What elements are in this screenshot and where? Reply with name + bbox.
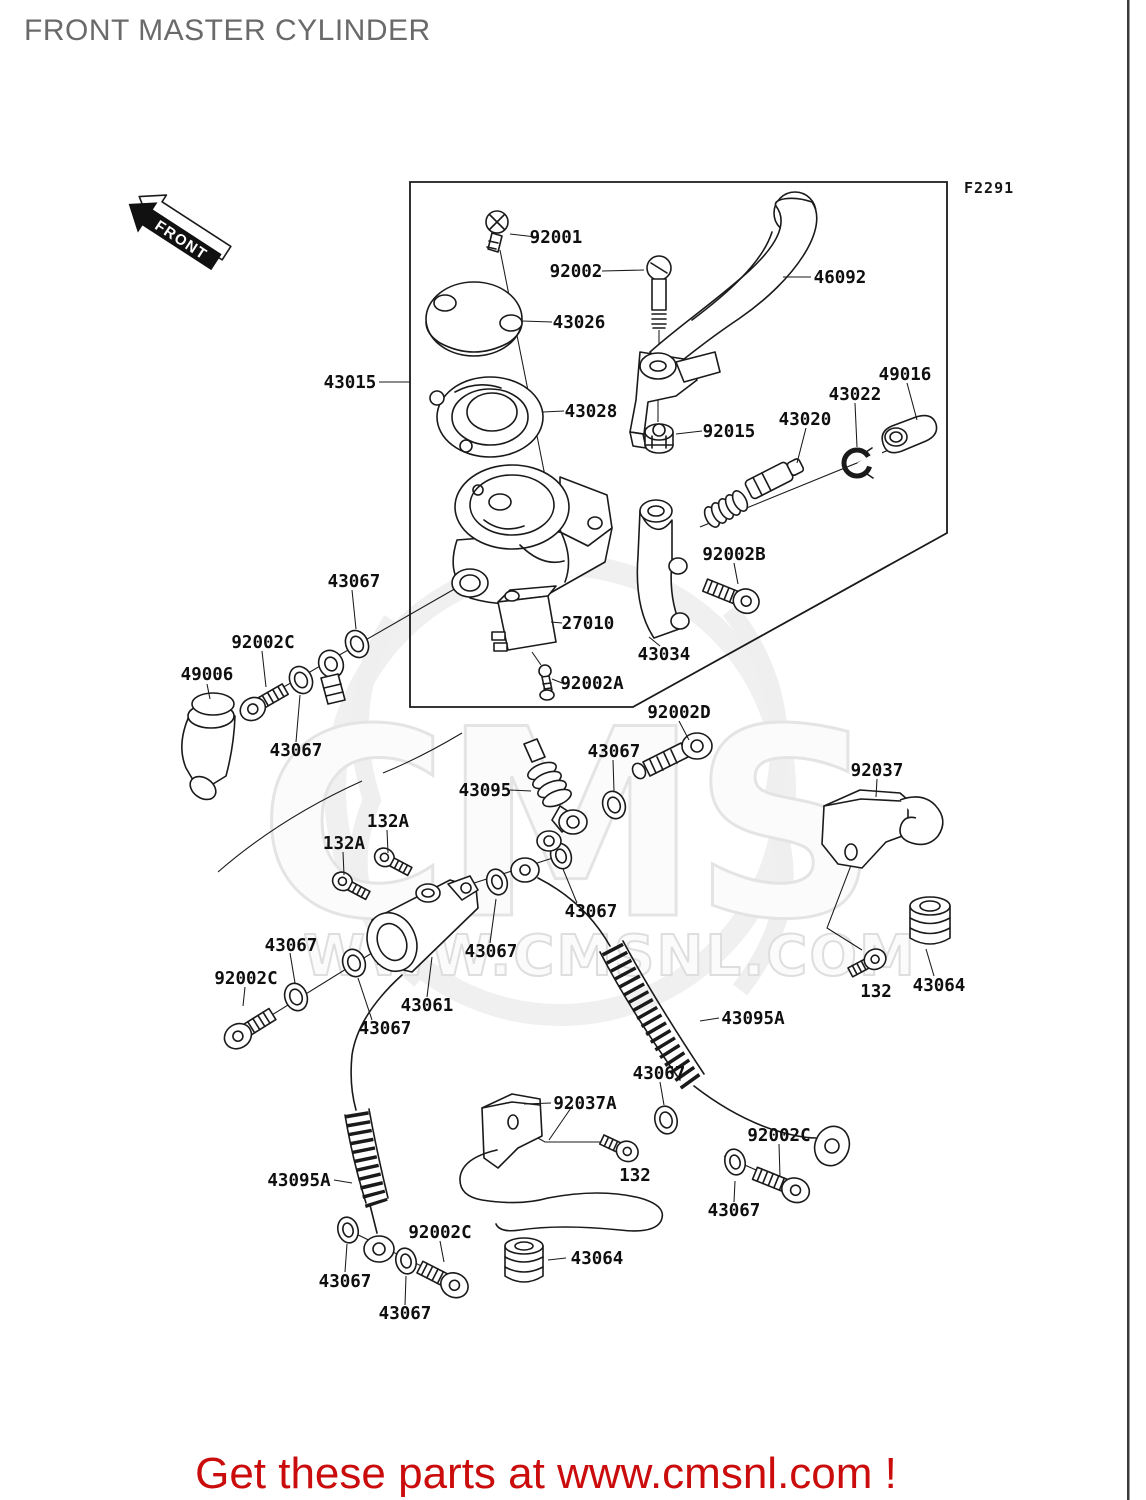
part-label-49006: 49006: [181, 665, 234, 685]
front-arrow: FRONT: [128, 194, 232, 271]
part-92002B-bolt: [701, 578, 760, 615]
part-label-92037: 92037: [851, 761, 904, 781]
part-label-43034: 43034: [638, 645, 691, 665]
part-label-92002C: 92002C: [231, 633, 294, 653]
part-label-43067: 43067: [465, 942, 518, 962]
page-title: FRONT MASTER CYLINDER: [24, 14, 431, 47]
leader-lines: [206, 233, 935, 1306]
part-49006-elbow: [181, 692, 236, 801]
part-43067-washers: [283, 629, 747, 1275]
part-label-43067: 43067: [708, 1201, 761, 1221]
part-label-43015: 43015: [324, 373, 377, 393]
part-label-92001: 92001: [530, 228, 583, 248]
part-label-43067: 43067: [633, 1064, 686, 1084]
part-92002-pivot-bolt: [646, 255, 672, 329]
part-label-92002C: 92002C: [408, 1223, 471, 1243]
part-label-43067: 43067: [588, 742, 641, 762]
part-label-92002: 92002: [550, 262, 603, 282]
part-43064-grommet-left: [504, 1237, 544, 1283]
part-label-43026: 43026: [553, 313, 606, 333]
part-label-43064: 43064: [913, 976, 966, 996]
part-label-49016: 49016: [879, 365, 932, 385]
part-132-bolt-right: [847, 948, 887, 978]
line-art: [181, 191, 951, 1299]
part-label-92015: 92015: [703, 422, 756, 442]
part-union-nipple: [317, 649, 346, 705]
part-label-43095A: 43095A: [721, 1009, 785, 1029]
part-label-92037A: 92037A: [553, 1094, 617, 1114]
part-43022-circlip: [841, 447, 882, 479]
part-92037-bracket: [821, 789, 944, 869]
part-43020-piston-assembly: [703, 458, 805, 528]
part-label-43067: 43067: [265, 936, 318, 956]
part-label-43067: 43067: [270, 741, 323, 761]
part-label-92002C: 92002C: [214, 969, 277, 989]
part-43095A-hose-right: [537, 877, 851, 1167]
part-label-132: 132: [619, 1166, 651, 1186]
part-label-92002C: 92002C: [747, 1126, 810, 1146]
part-label-132A: 132A: [367, 812, 410, 832]
part-hose-eye-upper: [510, 857, 540, 883]
part-label-46092: 46092: [814, 268, 867, 288]
part-label-43067: 43067: [565, 902, 618, 922]
part-number-labels: 92001 92002 46092 43026 43015 43028 4901643022…: [181, 228, 966, 1324]
part-132A-bolts: [331, 847, 413, 901]
part-label-43064: 43064: [571, 1249, 624, 1269]
part-43095A-hose-left: [344, 974, 403, 1263]
figure-code: F2291: [964, 179, 1014, 197]
part-label-132A: 132A: [323, 834, 366, 854]
part-label-132: 132: [860, 982, 892, 1002]
part-92002D-banjo-bolt: [631, 732, 713, 780]
part-46092-brake-lever: [629, 191, 818, 449]
part-132-bolt-left: [598, 1134, 639, 1163]
part-43061-junction: [366, 875, 479, 973]
part-label-43061: 43061: [401, 996, 454, 1016]
watermark-logo-text: CMS: [259, 675, 872, 977]
part-92001-screw: [485, 210, 509, 253]
part-label-43028: 43028: [565, 402, 618, 422]
part-label-92002D: 92002D: [647, 703, 710, 723]
part-label-43022: 43022: [829, 385, 882, 405]
front-arrow-face: [128, 202, 222, 271]
part-92002C-bolts: [223, 683, 811, 1299]
part-43015-master-cylinder-body: [451, 464, 613, 605]
part-label-43020: 43020: [779, 410, 832, 430]
part-label-27010: 27010: [562, 614, 615, 634]
part-43064-grommet-right: [909, 896, 951, 945]
part-43026-cap: [425, 281, 523, 357]
part-label-43067: 43067: [379, 1304, 432, 1324]
part-label-43067: 43067: [319, 1272, 372, 1292]
part-label-92002B: 92002B: [702, 545, 765, 565]
diagram-inset-box: [409, 181, 948, 708]
part-label-43095A: 43095A: [267, 1171, 331, 1191]
part-label-92002A: 92002A: [560, 674, 624, 694]
part-92015-nut: [644, 423, 674, 454]
footer-cmsnl-link[interactable]: Get these parts at www.cmsnl.com !: [195, 1449, 897, 1498]
part-92002A-screw: [538, 664, 555, 701]
part-label-43095: 43095: [459, 781, 512, 801]
right-border-line: [1127, 0, 1130, 1500]
part-label-43067: 43067: [328, 572, 381, 592]
part-43034-clamp: [636, 499, 690, 639]
part-92037A-bracket: [459, 1093, 664, 1232]
watermark-swirl: [722, 604, 794, 996]
part-label-43067: 43067: [359, 1019, 412, 1039]
part-27010-brake-switch: [491, 585, 557, 652]
part-43028-diaphragm: [429, 376, 544, 458]
part-49016-boot: [881, 414, 938, 454]
part-43095-hose-joint: [523, 738, 588, 852]
